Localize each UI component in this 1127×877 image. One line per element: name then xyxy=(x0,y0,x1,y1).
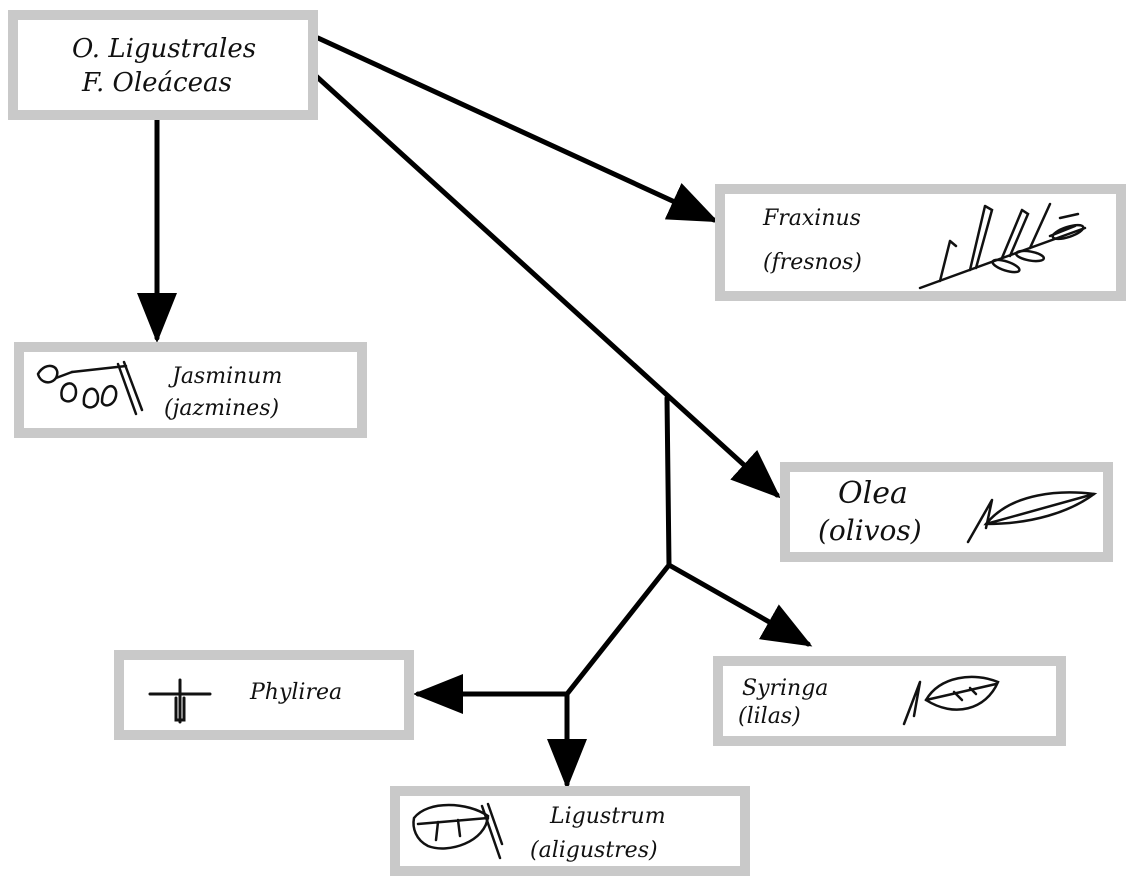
node-fraxinus xyxy=(715,184,1126,301)
jasminum-name: Jasminum xyxy=(172,364,283,389)
ovate-leaf-icon xyxy=(900,670,1004,730)
compound-leaf-icon xyxy=(32,352,144,422)
fraxinus-common-name: (fresnos) xyxy=(763,250,862,275)
edge-junction-to-lower-split xyxy=(564,562,672,697)
syringa-common-name: (lilas) xyxy=(738,704,801,729)
node-jasminum xyxy=(14,342,367,438)
ligustrum-name: Ligustrum xyxy=(550,804,666,829)
phylirea-name: Phylirea xyxy=(250,680,343,705)
fraxinus-name: Fraxinus xyxy=(763,206,861,231)
node-olea xyxy=(780,462,1113,562)
olea-common-name: (olivos) xyxy=(818,514,922,547)
lanceolate-leaf-icon xyxy=(962,484,1098,546)
syringa-name: Syringa xyxy=(742,676,829,701)
edge-root-to-fraxinus xyxy=(315,35,719,223)
olea-name: Olea xyxy=(838,476,908,511)
node-syringa xyxy=(713,656,1066,746)
ligustrum-common-name: (aligustres) xyxy=(530,838,658,863)
node-root xyxy=(8,10,318,120)
edge-trunk-vertical xyxy=(664,395,672,568)
root-order-label: O. Ligustrales xyxy=(72,34,257,64)
opposite-leaf-icon xyxy=(146,676,216,726)
edge-junction-to-syringa xyxy=(666,562,813,647)
root-family-label: F. Oleáceas xyxy=(82,68,232,98)
jasminum-common-name: (jazmines) xyxy=(164,396,280,421)
elliptic-leaf-icon xyxy=(408,796,504,866)
edge-root-to-olea xyxy=(313,73,781,499)
node-ligustrum xyxy=(390,786,750,876)
pinnate-leaf-icon xyxy=(910,196,1100,296)
